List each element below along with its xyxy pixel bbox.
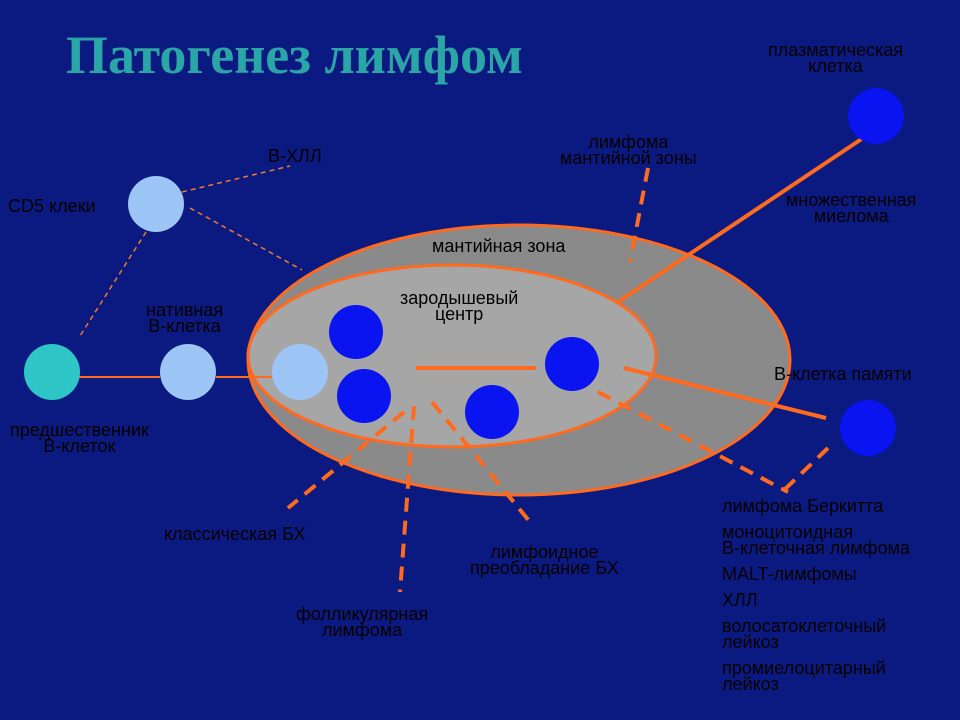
memory-cell-label: В-клетка памяти: [774, 364, 912, 384]
list-item: лимфома Беркитта: [722, 496, 884, 516]
list-item: MALT-лимфомы: [722, 564, 857, 584]
mantle-zone-label: мантийная зона: [432, 236, 566, 256]
list-item: ХЛЛ: [722, 590, 758, 610]
memory-cell: [840, 400, 896, 456]
follicular-dash: [398, 405, 416, 593]
lymphoid-hl-dash: [430, 400, 532, 524]
to-plasma-line: [616, 134, 868, 304]
centrocyte-cell: [545, 337, 599, 391]
cd5-cell: [128, 176, 184, 232]
mantle-lymphoma-dash: [628, 167, 650, 263]
native-b-cell: [160, 344, 216, 400]
memory-list-dash: [597, 390, 789, 494]
centroblast-cell-2: [337, 369, 391, 423]
bhll-label: В-ХЛЛ: [268, 146, 322, 166]
plasma-cell: [848, 88, 904, 144]
memory-cell-dash: [780, 446, 830, 494]
page-title: Патогенез лимфом: [66, 25, 523, 85]
centroblast-cell-1: [329, 305, 383, 359]
classic-hl-dash: [286, 410, 406, 510]
cd5-bhll-dash: [181, 165, 291, 193]
to-memory-line: [623, 366, 827, 420]
centroblast-cell-3: [465, 385, 519, 439]
precursor-cell: [24, 344, 80, 400]
classic-hl-label: классическая БХ: [164, 524, 306, 544]
cd5-label: CD5 клеки: [8, 196, 96, 216]
germinal-entry-cell: [272, 344, 328, 400]
cd5-precursor-dash: [79, 231, 147, 337]
cd5-ellipse-dash: [189, 207, 303, 271]
